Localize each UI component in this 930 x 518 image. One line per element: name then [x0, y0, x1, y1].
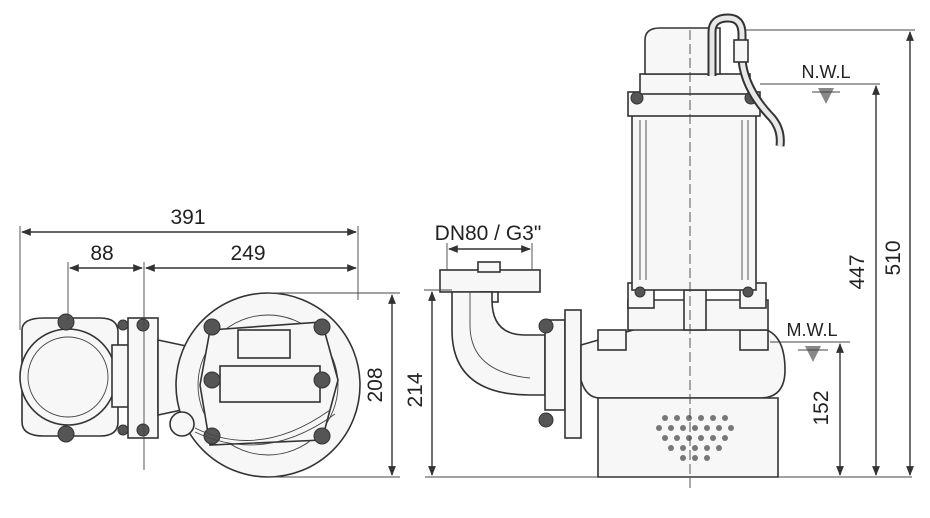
power-cable	[707, 13, 785, 147]
dim-plan-depth: 208	[364, 367, 387, 402]
pump-casing	[580, 282, 786, 399]
dim-overall-width: 391	[170, 206, 205, 229]
dim-outlet-offset: 88	[90, 242, 113, 265]
pump-body-plan	[169, 292, 361, 478]
outlet-flange-plan	[19, 313, 119, 443]
discharge-elbow	[439, 261, 582, 439]
label-nwl: N.W.L	[801, 62, 850, 82]
plan-view: 391 88 249 208	[19, 206, 400, 478]
label-outlet-size: DN80 / G3"	[435, 222, 542, 245]
dim-outlet-height: 214	[404, 372, 427, 407]
dim-nwl-height: 447	[846, 254, 869, 289]
dim-overall-height: 510	[882, 240, 905, 275]
strainer-base	[597, 397, 779, 478]
dim-body-offset: 249	[230, 242, 265, 265]
motor-body	[627, 27, 761, 298]
side-view: DN80 / G3" 214 N.W.L M.W.L 152 447 510	[404, 13, 915, 490]
label-mwl: M.W.L	[786, 320, 837, 340]
dim-mwl-height: 152	[810, 390, 833, 425]
